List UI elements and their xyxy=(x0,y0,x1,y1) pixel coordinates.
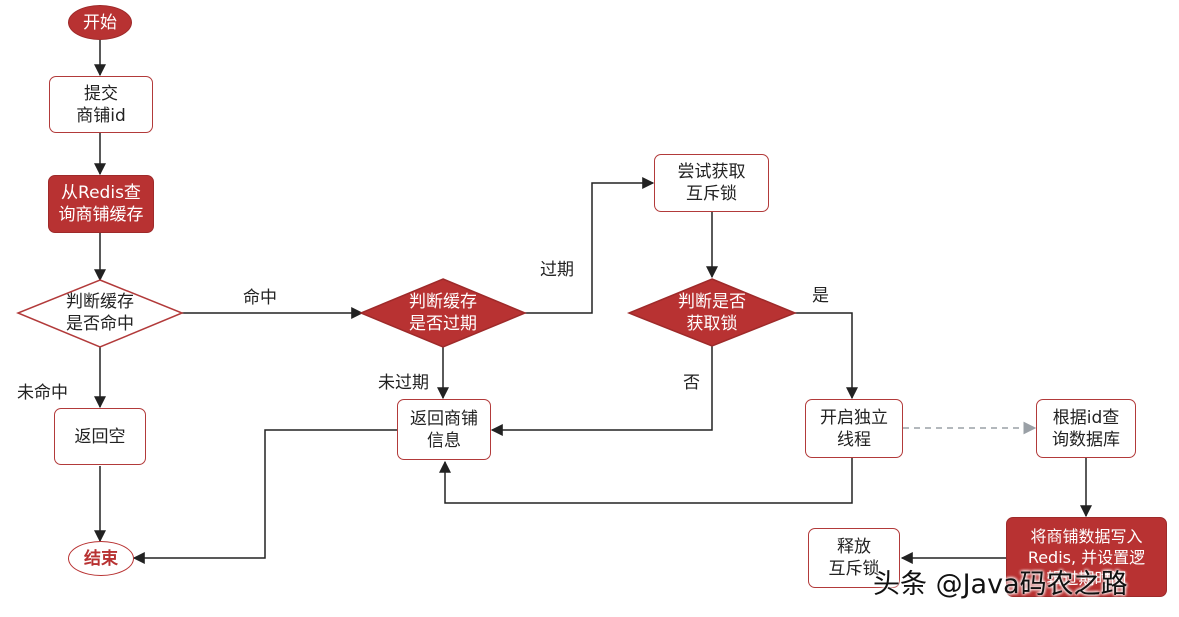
return-info-node: 返回商铺 信息 xyxy=(397,399,491,460)
watermark-text: 头条 @Java码农之路 xyxy=(873,569,1128,600)
start-thread-node: 开启独立 线程 xyxy=(805,399,903,458)
return-empty-node: 返回空 xyxy=(54,408,146,465)
start-node: 开始 xyxy=(68,5,132,40)
edge-return-to-end xyxy=(132,429,397,564)
edge-label-not-expired: 未过期 xyxy=(378,373,429,393)
edge-yes-lock xyxy=(795,312,858,400)
query-redis-node: 从Redis查 询商铺缓存 xyxy=(48,175,154,233)
edge-expired xyxy=(525,177,655,314)
edge-label-yes: 是 xyxy=(812,286,829,306)
edge-label-miss: 未命中 xyxy=(17,383,68,403)
try-lock-node: 尝试获取 互斥锁 xyxy=(654,154,769,212)
end-node: 结束 xyxy=(68,541,134,576)
edge-no-lock xyxy=(490,346,713,436)
write-redis-node: 将商铺数据写入 Redis, 并设置逻 辑过期时间 xyxy=(1006,517,1167,597)
decision-check-lock-shape xyxy=(626,278,798,347)
edge-label-no: 否 xyxy=(683,373,700,393)
decision-check-hit-shape xyxy=(16,279,184,348)
submit-id-node: 提交 商铺id xyxy=(49,76,153,133)
query-db-node: 根据id查 询数据库 xyxy=(1036,399,1136,458)
edge-label-expired: 过期 xyxy=(540,260,574,280)
decision-check-expired-shape xyxy=(359,278,527,348)
release-lock-node: 释放 互斥锁 xyxy=(808,528,900,588)
edge-label-hit: 命中 xyxy=(243,288,277,308)
edge-thread-to-return xyxy=(439,458,853,504)
